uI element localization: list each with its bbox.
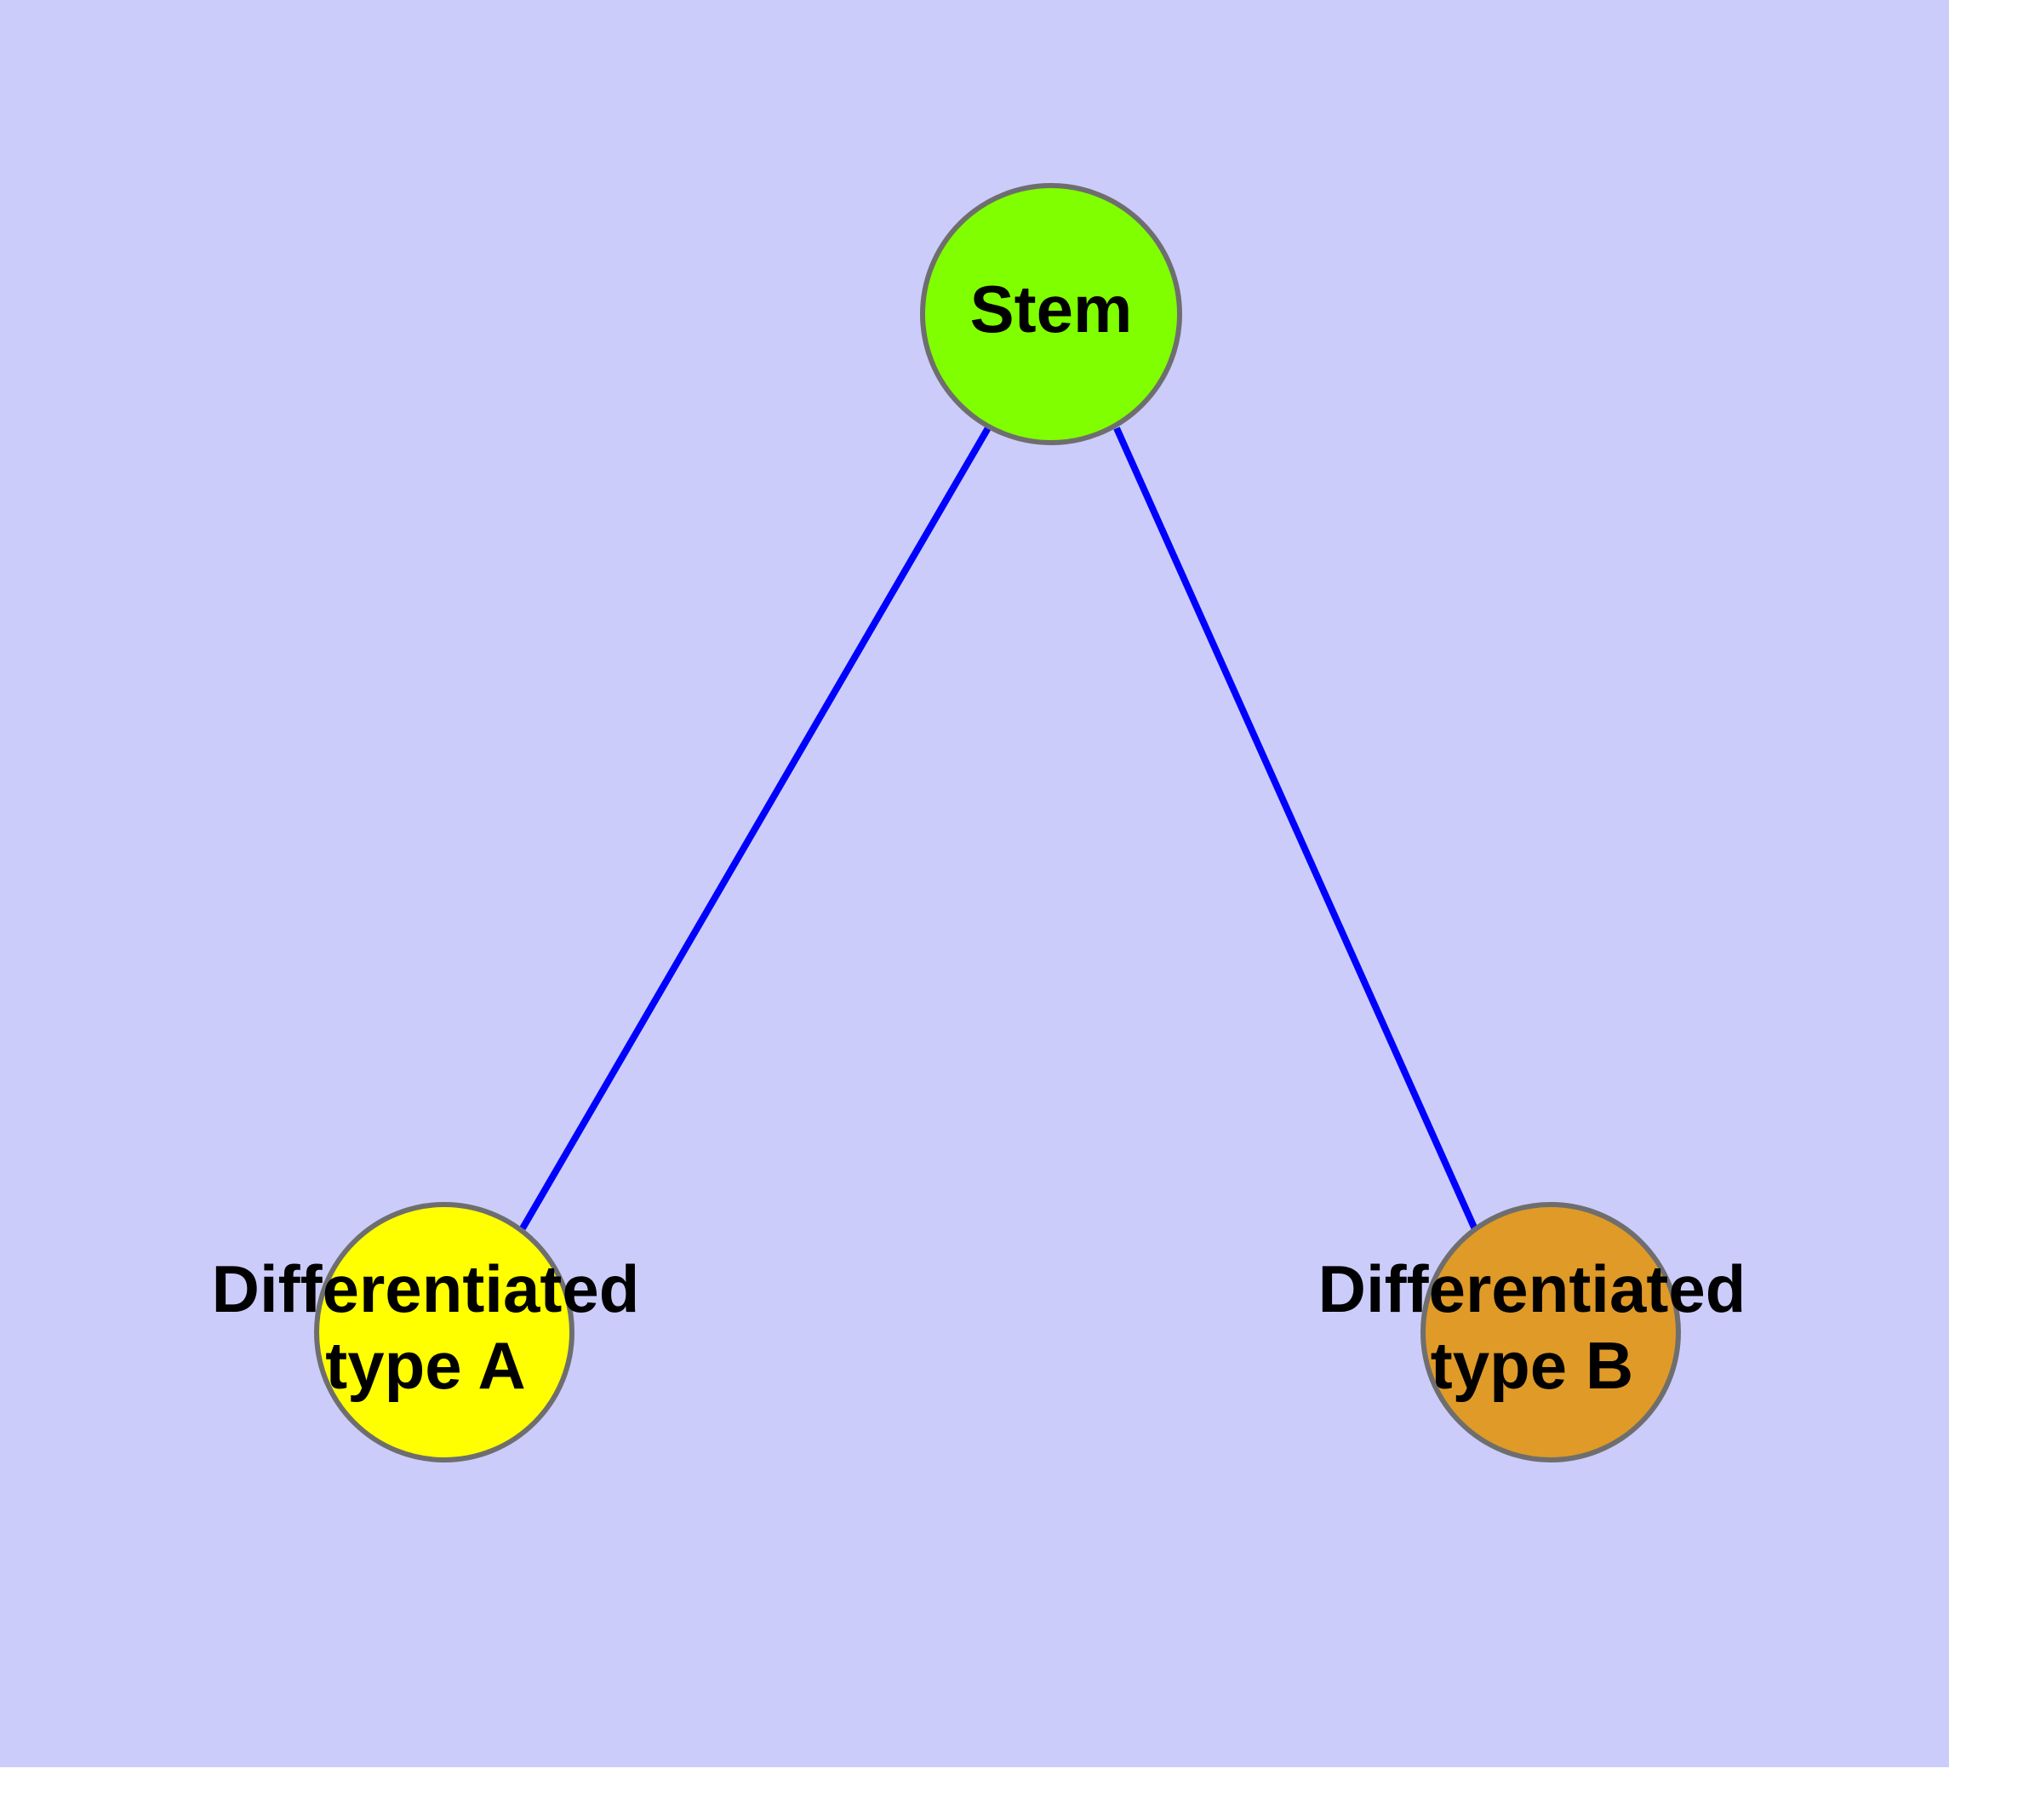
node-stem[interactable]: Stem (920, 183, 1182, 445)
edges-group (519, 424, 1478, 1231)
edge-stem-to-type-b (1113, 426, 1478, 1231)
node-circle-type_b[interactable] (1420, 1202, 1681, 1462)
node-label-line: Differentiated (1318, 1251, 1746, 1325)
node-circle-stem[interactable] (920, 183, 1182, 445)
node-label-line: type A (325, 1328, 526, 1403)
node-label-stem: Stem (970, 272, 1133, 346)
edge-stem-to-type-a (519, 424, 992, 1231)
node-label-line: Stem (970, 272, 1133, 346)
node-label-line: type B (1431, 1328, 1633, 1403)
node-label-line: Differentiated (212, 1251, 640, 1325)
node-circle-type_a[interactable] (314, 1202, 574, 1462)
